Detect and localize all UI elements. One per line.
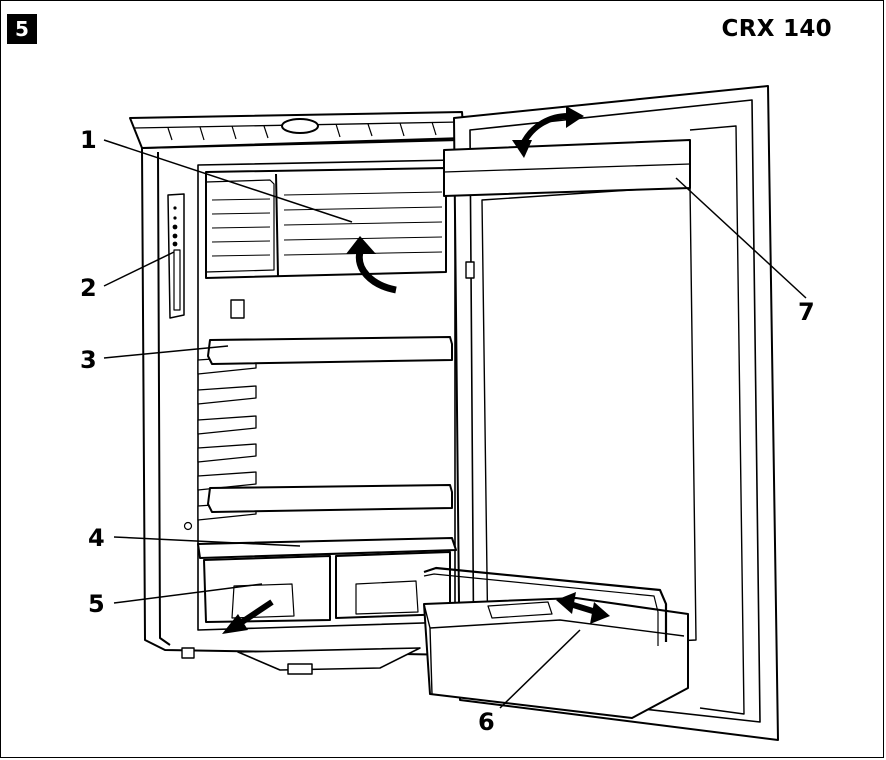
movement-arrows: [222, 106, 610, 634]
callout-7: 7: [798, 298, 815, 326]
callout-labels: 1 2 3 4 5 6 7: [80, 126, 815, 736]
callout-6: 6: [478, 708, 495, 736]
refrigerator-door: [423, 85, 779, 741]
figure-number-badge: 5: [7, 14, 37, 44]
callout-5: 5: [88, 590, 105, 618]
model-title: CRX 140: [721, 16, 832, 42]
callout-2: 2: [80, 274, 97, 302]
callout-1: 1: [80, 126, 97, 154]
arrow-right-icon: [590, 602, 610, 624]
arrow-up-icon: [346, 236, 376, 254]
arrow-left-icon: [556, 592, 576, 614]
arrow-down-icon: [512, 140, 532, 158]
leader-lines: [103, 139, 807, 709]
arrow-right-icon: [566, 106, 584, 128]
callout-3: 3: [80, 346, 97, 374]
arrow-pull-out-icon: [222, 614, 248, 634]
callout-4: 4: [88, 524, 105, 552]
refrigerator-cabinet: [129, 111, 473, 675]
